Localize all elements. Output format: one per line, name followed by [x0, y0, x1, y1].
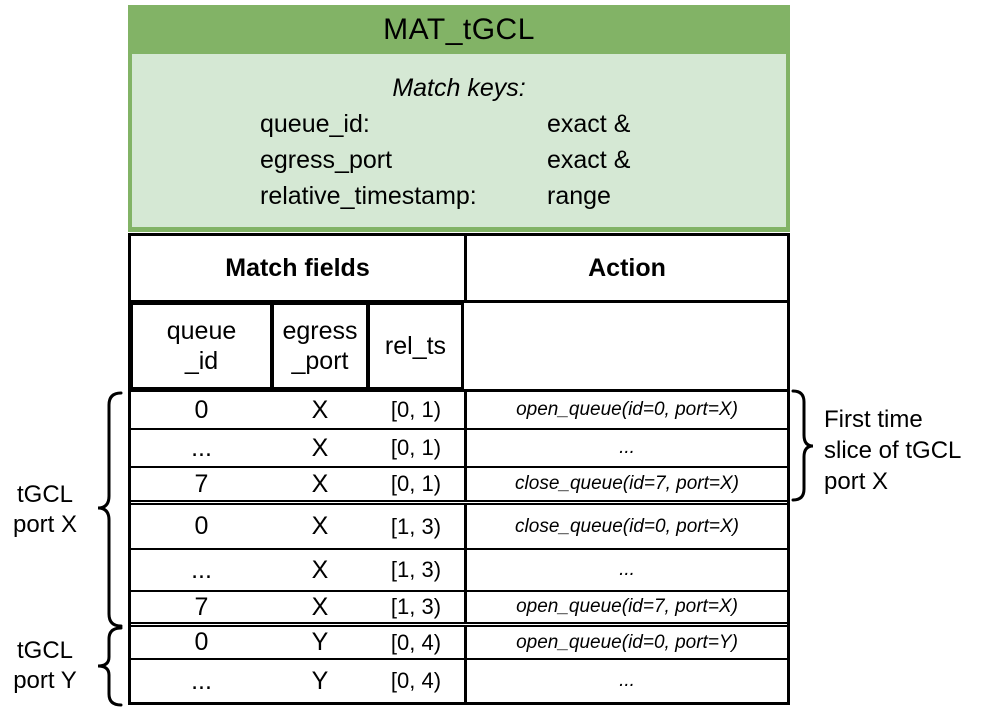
match-keys-panel: Match keys: queue_id: exact & egress_por…	[132, 54, 786, 227]
mat-title: MAT_tGCL	[383, 12, 535, 46]
queue-id-value: 7	[194, 592, 209, 621]
table-subheader-row: queue _id egress _port rel_ts	[128, 303, 790, 392]
match-cell: 0 Y [0, 4)	[131, 627, 467, 658]
match-key-type: range	[547, 182, 611, 210]
match-keys-heading: Match keys:	[392, 74, 526, 102]
label-line: tGCL	[16, 637, 73, 664]
rel-ts-value: [0, 1)	[390, 471, 442, 496]
match-cell: 7 X [1, 3)	[131, 592, 467, 622]
action-value: close_queue(id=0, port=X)	[515, 515, 739, 537]
action-value: ...	[619, 559, 635, 580]
match-key-type: exact &	[547, 146, 631, 174]
column-header-egress-port: egress _port	[272, 303, 368, 389]
match-key-type: exact &	[547, 110, 631, 138]
match-key-name: queue_id:	[260, 110, 370, 138]
brace-first-time-slice	[791, 389, 814, 502]
label-line: tGCL	[16, 481, 73, 508]
rel-ts-value: [0, 1)	[390, 435, 442, 460]
label-line: port X	[824, 468, 889, 495]
label-first-time-slice: First time slice of tGCL port X	[824, 404, 961, 497]
action-subheader-empty	[464, 303, 787, 389]
table-row: 7 X [1, 3) open_queue(id=7, port=X)	[131, 592, 787, 627]
egress-port-value: Y	[311, 628, 329, 656]
match-cell: ... X [0, 1)	[131, 430, 467, 466]
rel-ts-value: [1, 3)	[390, 513, 442, 539]
rel-ts-value: [0, 4)	[390, 629, 442, 655]
action-value: open_queue(id=0, port=X)	[516, 399, 738, 420]
match-key-row: relative_timestamp: range	[132, 178, 786, 214]
match-key-name: relative_timestamp:	[260, 182, 477, 210]
rel-ts-value: [0, 1)	[390, 397, 442, 422]
table-row: 0 Y [0, 4) open_queue(id=0, port=Y)	[131, 627, 787, 660]
brace-tgcl-port-x	[97, 391, 123, 628]
egress-port-value: X	[311, 433, 329, 462]
brace-tgcl-port-y	[97, 626, 123, 707]
table-row: 0 X [0, 1) open_queue(id=0, port=X)	[131, 392, 787, 430]
column-header-line: _id	[184, 347, 219, 375]
column-header-line: rel_ts	[384, 332, 447, 360]
action-header: Action	[588, 253, 666, 282]
table-header-row: Match fields Action	[128, 233, 790, 303]
column-header-line: _port	[291, 347, 349, 375]
queue-id-value: ...	[191, 433, 212, 462]
match-cell: 0 X [1, 3)	[131, 505, 467, 548]
queue-id-value: 0	[194, 512, 209, 540]
table-row: 7 X [0, 1) close_queue(id=7, port=X)	[131, 468, 787, 505]
label-line: port Y	[13, 667, 77, 694]
match-cell: 7 X [0, 1)	[131, 468, 467, 500]
table-body: 0 X [0, 1) open_queue(id=0, port=X) ... …	[128, 392, 790, 705]
label-tgcl-port-y: tGCL port Y	[5, 636, 85, 696]
match-cell: 0 X [0, 1)	[131, 392, 467, 428]
label-tgcl-port-x: tGCL port X	[5, 480, 85, 540]
column-header-line: egress	[282, 317, 358, 345]
match-key-row: queue_id: exact &	[132, 106, 786, 142]
table-row: 0 X [1, 3) close_queue(id=0, port=X)	[131, 505, 787, 550]
queue-id-value: 0	[194, 395, 209, 424]
egress-port-value: X	[311, 469, 329, 498]
action-value: close_queue(id=7, port=X)	[515, 473, 739, 494]
rel-ts-value: [0, 4)	[390, 668, 442, 693]
table-row: ... X [1, 3) ...	[131, 550, 787, 592]
egress-port-value: Y	[311, 666, 329, 695]
column-header-queue-id: queue _id	[131, 303, 272, 389]
column-header-line: queue	[166, 317, 237, 345]
queue-id-value: ...	[191, 555, 212, 584]
rel-ts-value: [1, 3)	[390, 557, 442, 582]
egress-port-value: X	[311, 555, 329, 584]
table-row: ... Y [0, 4) ...	[131, 660, 787, 702]
queue-id-value: 0	[194, 628, 209, 656]
action-value: open_queue(id=7, port=X)	[516, 596, 738, 617]
egress-port-value: X	[311, 512, 329, 540]
action-value: open_queue(id=0, port=Y)	[516, 631, 738, 653]
rel-ts-value: [1, 3)	[390, 594, 442, 619]
action-value: ...	[619, 437, 635, 458]
match-key-row: egress_port exact &	[132, 142, 786, 178]
column-header-rel-ts: rel_ts	[368, 303, 464, 389]
label-line: First time	[824, 406, 923, 433]
label-line: slice of tGCL	[824, 437, 962, 464]
queue-id-value: ...	[191, 666, 212, 695]
mat-tgcl-box: MAT_tGCL Match keys: queue_id: exact & e…	[128, 5, 790, 232]
match-key-name: egress_port	[260, 146, 393, 174]
match-fields-header: Match fields	[131, 236, 467, 300]
label-line: port X	[12, 511, 78, 538]
egress-port-value: X	[311, 395, 329, 424]
match-cell: ... Y [0, 4)	[131, 660, 467, 702]
egress-port-value: X	[311, 592, 329, 621]
table-row: ... X [0, 1) ...	[131, 430, 787, 468]
action-value: ...	[619, 670, 635, 691]
match-cell: ... X [1, 3)	[131, 550, 467, 590]
queue-id-value: 7	[194, 469, 209, 498]
